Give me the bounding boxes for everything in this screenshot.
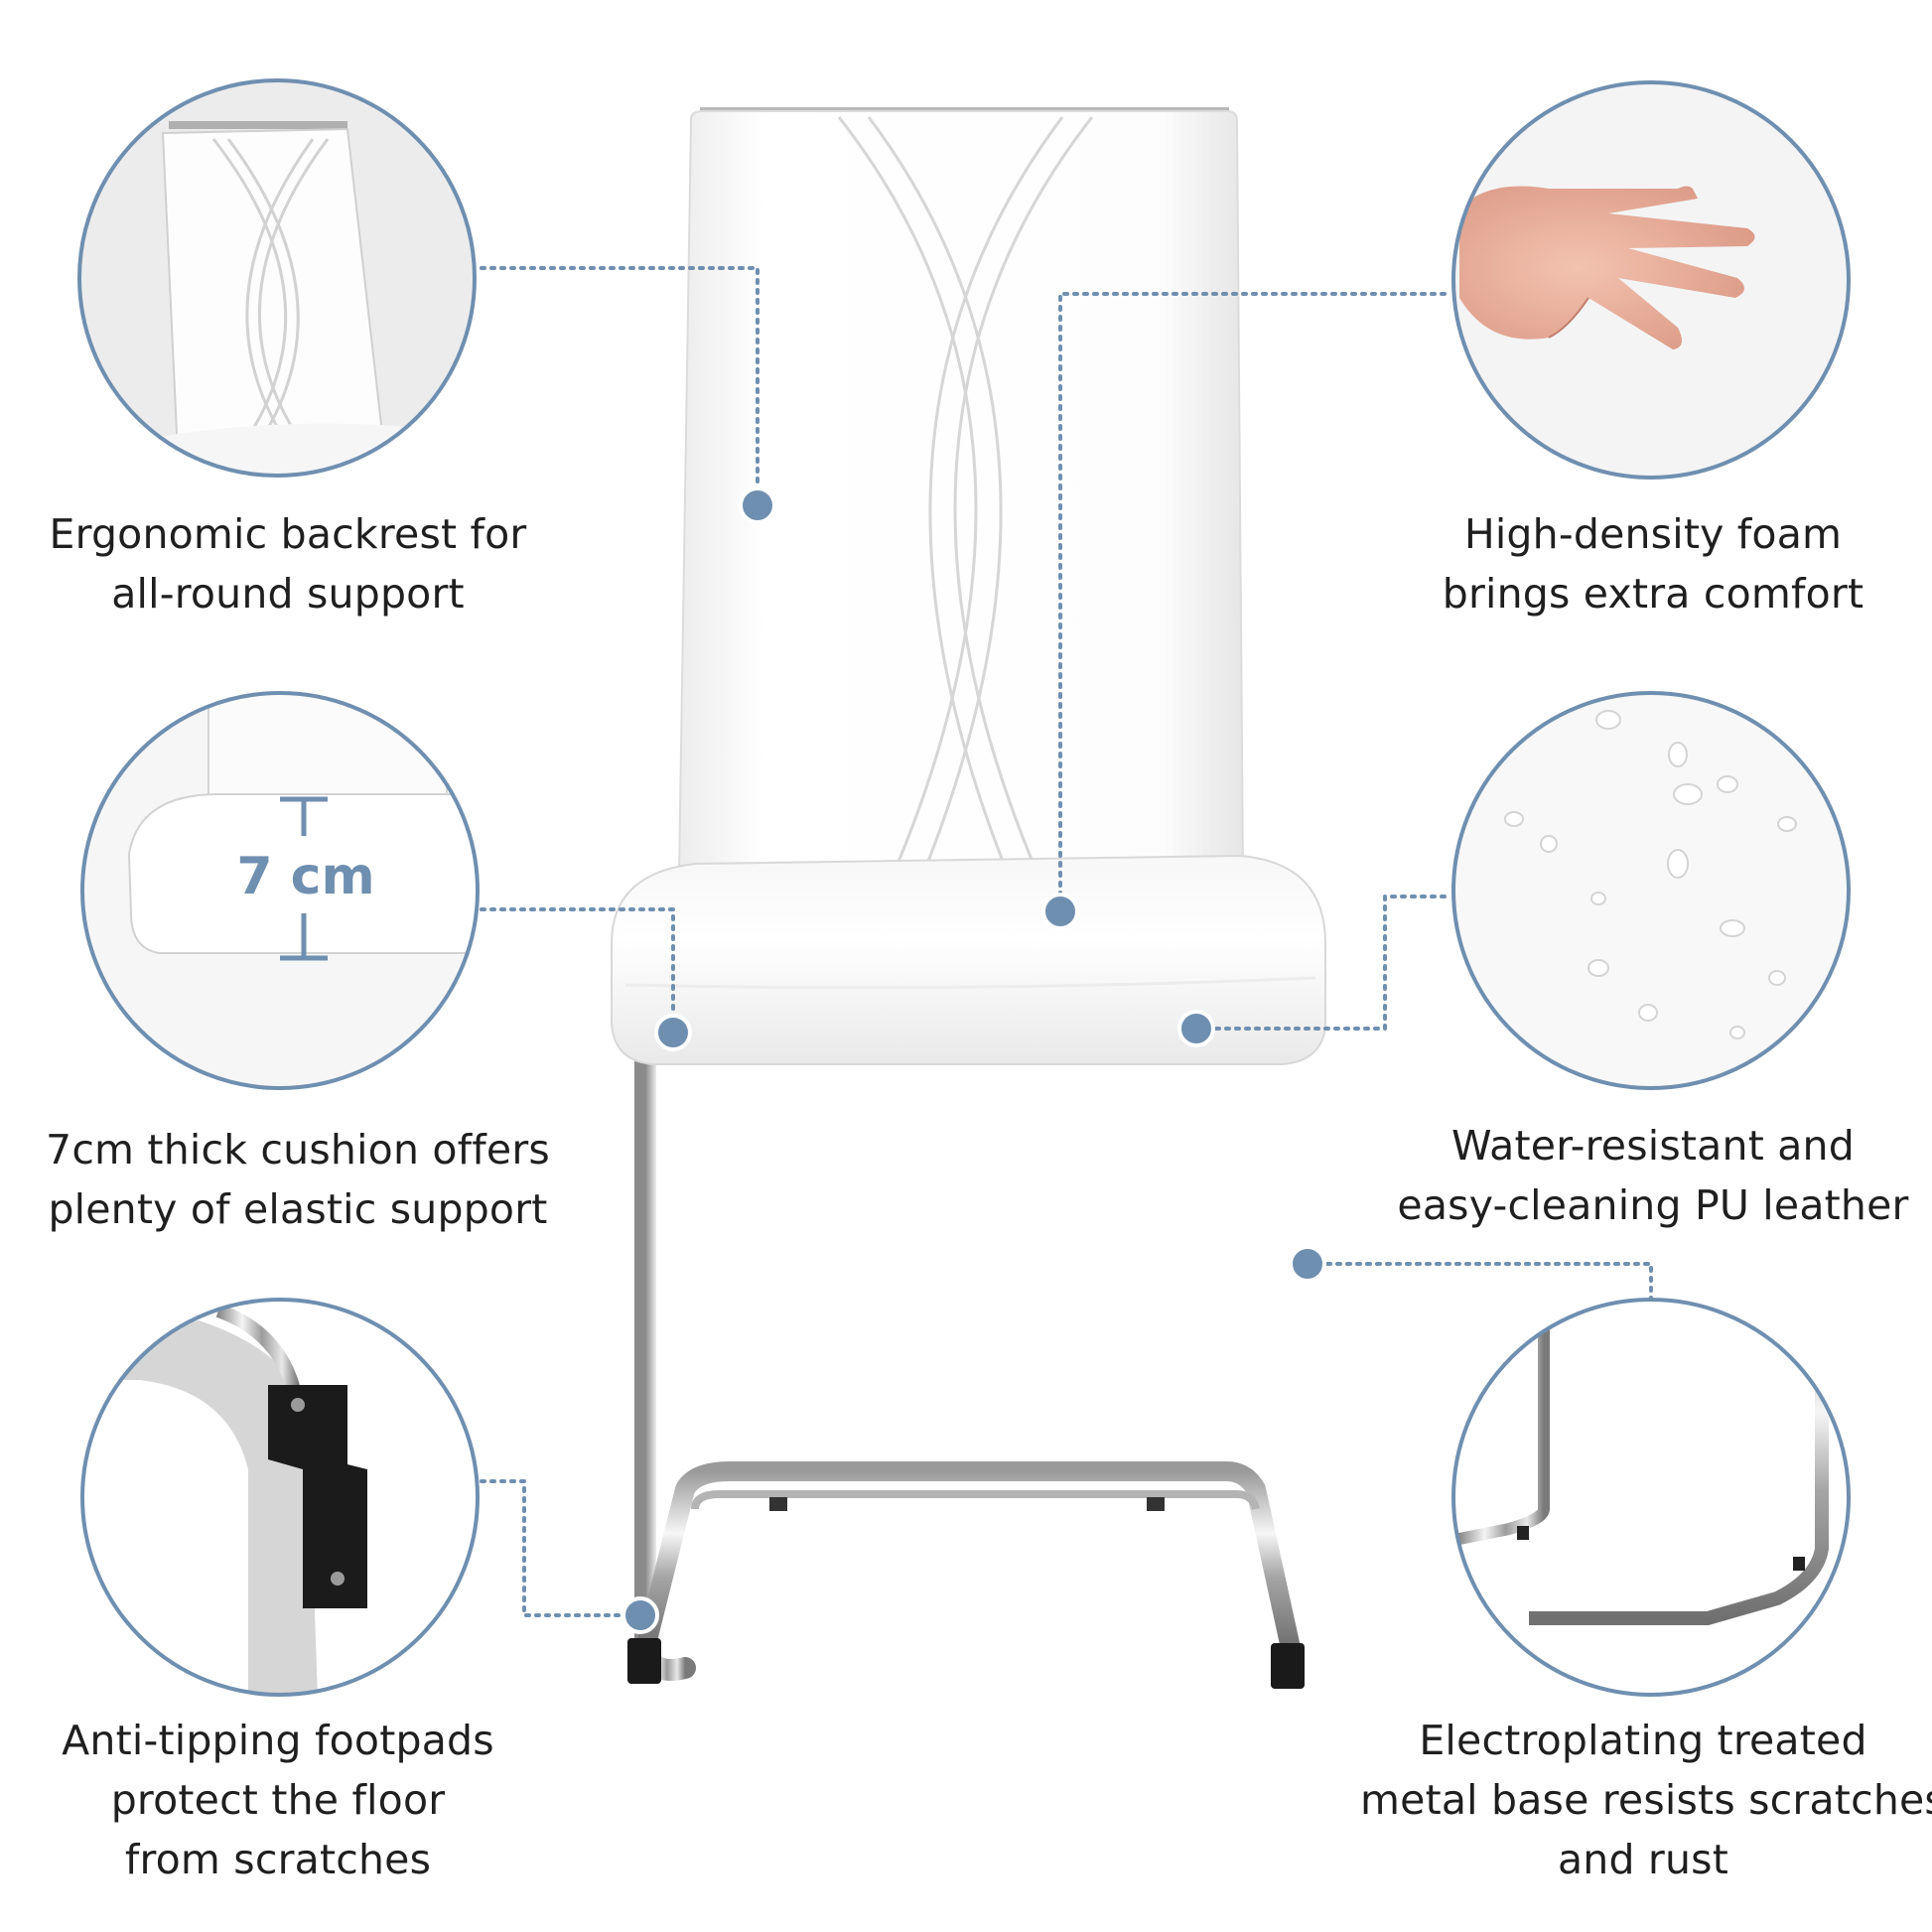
water-droplets-icon (1451, 691, 1851, 1090)
caption-cushion: 7cm thick cushion offers plenty of elast… (40, 1120, 556, 1239)
footpad-right (1271, 1643, 1305, 1689)
caption-foam-line-2: brings extra comfort (1442, 570, 1864, 618)
footpad-closeup-icon (80, 1298, 480, 1697)
backrest-closeup-icon (77, 78, 477, 478)
caption-leather: Water-resistant and easy-cleaning PU lea… (1390, 1116, 1916, 1235)
chrome-base-closeup-icon (1451, 1298, 1851, 1697)
footpad-left (627, 1638, 661, 1684)
caption-backrest: Ergonomic backrest for all-round support (40, 504, 536, 623)
caption-leather-line-1: Water-resistant and (1451, 1122, 1855, 1170)
chair-illustration (611, 107, 1326, 1689)
connector-dots (621, 486, 1326, 1634)
caption-leather-line-2: easy-cleaning PU leather (1397, 1181, 1909, 1229)
footpad-part (268, 1385, 367, 1608)
caption-footpads-line-2: protect the floor (110, 1776, 446, 1824)
connector-lines (480, 266, 1653, 1617)
caption-foam-line-1: High-density foam (1463, 510, 1843, 558)
hand-pressing-foam-icon (1451, 80, 1851, 480)
caption-base-line-1: Electroplating treated (1419, 1717, 1867, 1764)
caption-footpads: Anti-tipping footpads protect the floor … (40, 1711, 516, 1889)
caption-footpads-line-1: Anti-tipping footpads (62, 1717, 494, 1764)
cushion-thickness-icon: 7 cm (80, 691, 480, 1090)
caption-base-line-3: and rust (1557, 1836, 1729, 1883)
caption-cushion-line-1: 7cm thick cushion offers (46, 1126, 550, 1173)
seat-cushion (611, 854, 1326, 1065)
caption-cushion-line-2: plenty of elastic support (48, 1185, 548, 1233)
caption-base-line-2: metal base resists scratches (1360, 1776, 1932, 1824)
caption-foam: High-density foam brings extra comfort (1420, 504, 1886, 623)
caption-footpads-line-3: from scratches (124, 1836, 432, 1883)
caption-base: Electroplating treated metal base resist… (1360, 1711, 1932, 1889)
backrest (677, 110, 1245, 875)
caption-backrest-line-2: all-round support (111, 570, 465, 618)
caption-backrest-line-1: Ergonomic backrest for (49, 510, 527, 558)
cushion-measure-label: 7 cm (236, 847, 374, 906)
